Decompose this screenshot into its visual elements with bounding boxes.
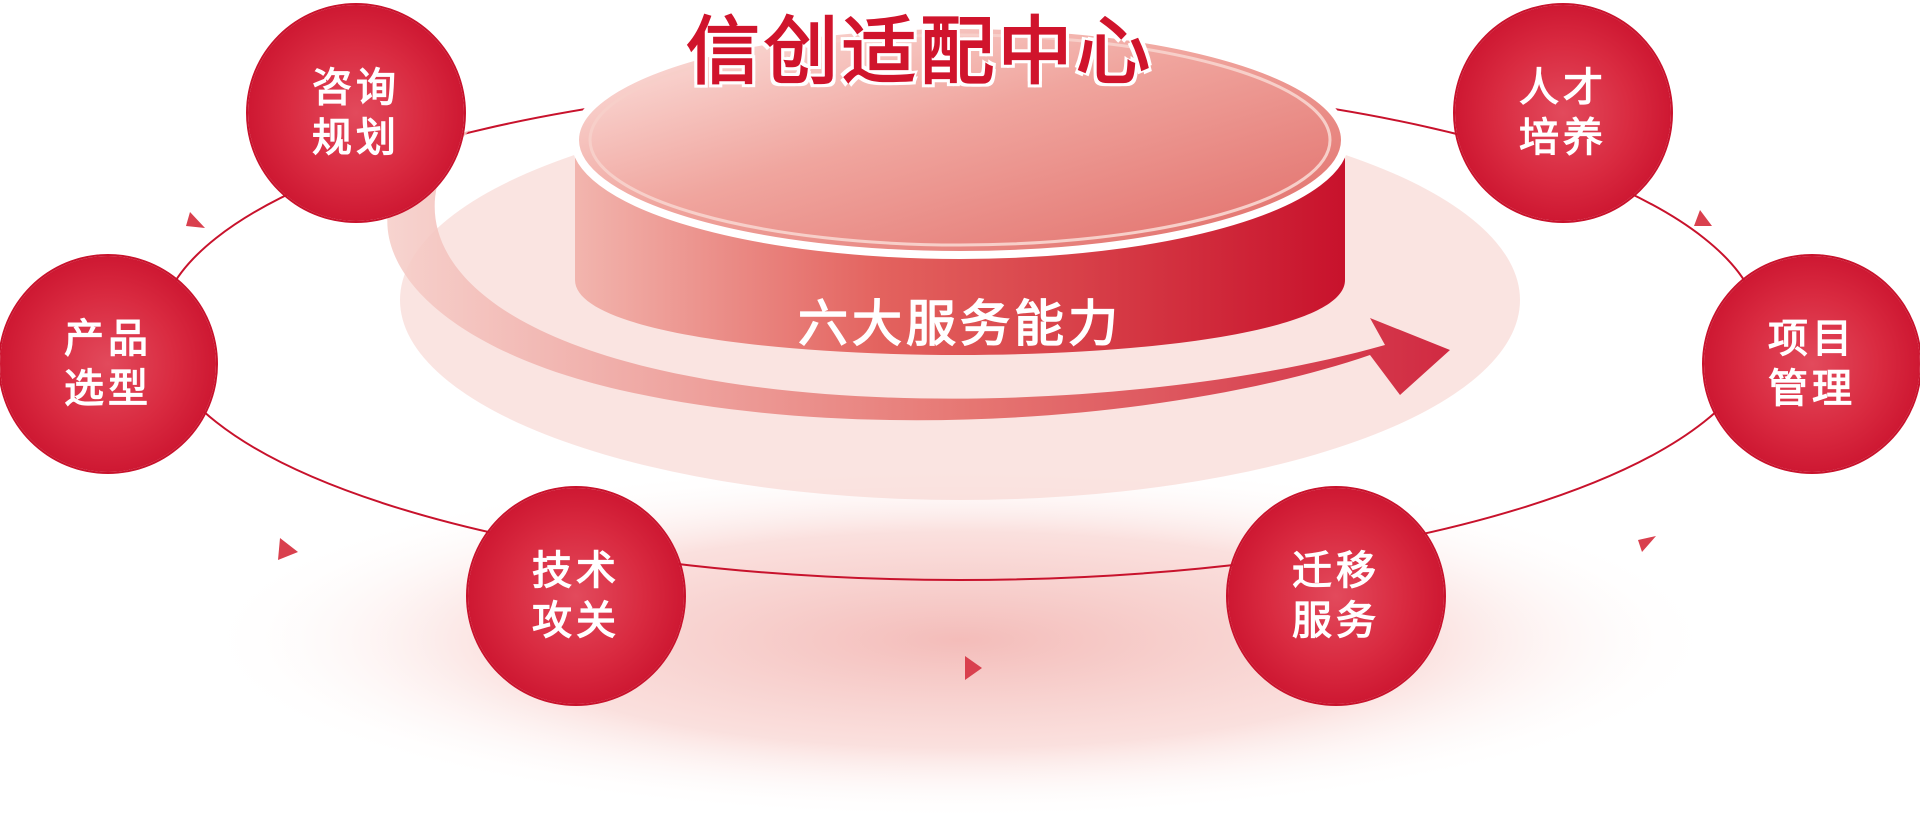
center-title: 信创适配中心 [686,9,1154,95]
service-label: 技术攻关 [532,548,620,644]
orbit-arrow-marker [278,538,298,560]
service-node-consulting: 咨询规划 [248,5,464,221]
service-node-project: 项目管理 [1704,256,1920,472]
service-node-migration: 迁移服务 [1228,488,1444,704]
service-label: 迁移服务 [1292,548,1380,644]
service-label: 人才培养 [1519,65,1607,161]
orbit-arrow-marker [186,212,205,228]
floor-glow [200,460,1720,818]
orbit-arrow-markers [186,210,1712,680]
orbit-arrow-marker [965,656,982,680]
service-node-tech: 技术攻关 [468,488,684,704]
service-node-product: 产品选型 [0,256,216,472]
platform-top [571,21,1349,259]
service-node-talent: 人才培养 [1455,5,1671,221]
service-label: 产品选型 [64,316,152,412]
service-label: 咨询规划 [312,65,400,161]
platform-top-inner [588,33,1332,247]
service-label: 项目管理 [1768,316,1856,412]
capability-label: 六大服务能力 [798,295,1122,353]
orbit-arrow-marker [1694,210,1712,226]
orbit-arrow-marker [1638,536,1656,552]
